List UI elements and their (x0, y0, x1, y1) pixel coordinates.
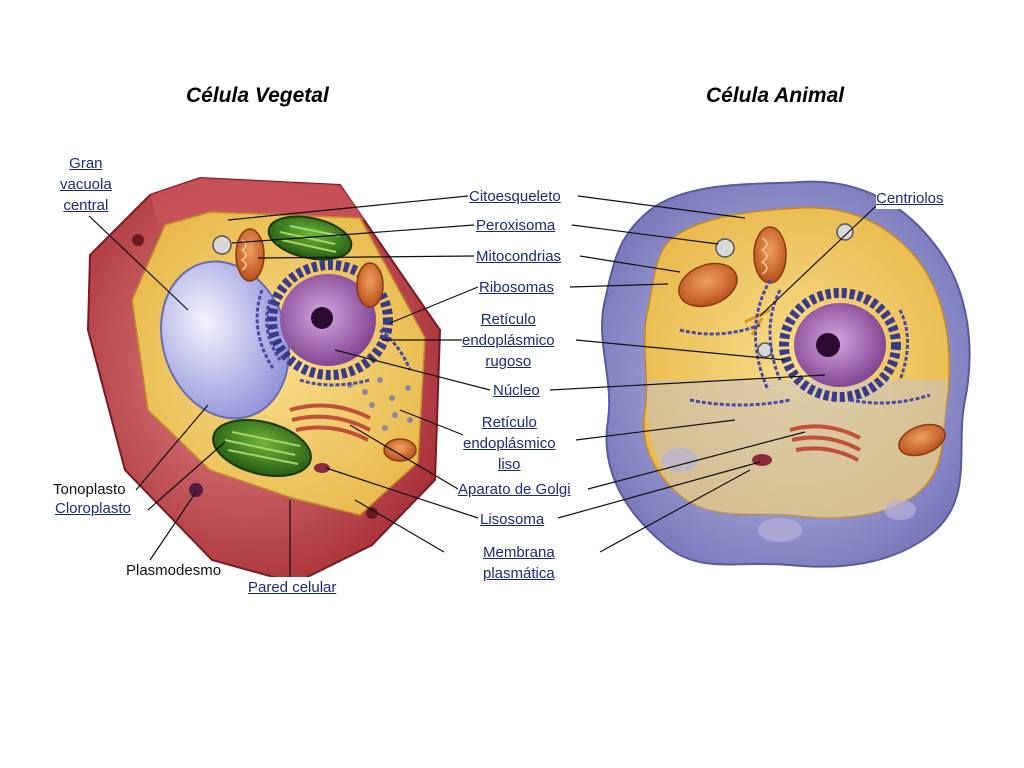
label-tonoplasto: Tonoplasto (53, 481, 126, 498)
animal-peroxisome (715, 238, 735, 258)
plant-nucleus (267, 260, 393, 380)
plant-mitochondrion (383, 438, 417, 462)
plant-mitochondrion (235, 228, 265, 282)
label-cloroplasto[interactable]: Cloroplasto (55, 498, 131, 519)
label-reticulo-rugoso[interactable]: Retículo endoplásmico rugoso (462, 309, 555, 372)
animal-cell (601, 180, 971, 568)
label-line: Retículo (480, 311, 536, 328)
label-line: rugoso (485, 353, 532, 370)
label-line: vacuola (60, 176, 112, 193)
leader-lines (87, 195, 877, 582)
label-line: Gran (69, 155, 103, 172)
plasmodesmo-hole (189, 483, 203, 497)
animal-mitochondrion (753, 226, 787, 284)
label-ribosomas[interactable]: Ribosomas (479, 277, 555, 298)
plant-cell-title: Célula Vegetal (186, 84, 329, 107)
plant-peroxisome (212, 235, 232, 255)
label-line: endoplásmico (463, 435, 556, 452)
plasmodesmo-hole (366, 507, 378, 519)
plant-golgi (289, 403, 371, 442)
label-line: central (63, 197, 109, 214)
animal-golgi (789, 424, 861, 462)
plasmodesmo-hole (132, 234, 144, 246)
label-mitocondrias[interactable]: Mitocondrias (476, 246, 562, 267)
label-plasmodesmo: Plasmodesmo (126, 562, 222, 579)
label-line: plasmática (483, 565, 555, 582)
plant-cell (86, 176, 442, 585)
label-pared-celular[interactable]: Pared celular (248, 577, 337, 598)
animal-cell-title: Célula Animal (706, 84, 845, 107)
animal-mitochondrion (678, 262, 738, 308)
label-aparato-de-golgi[interactable]: Aparato de Golgi (458, 479, 571, 500)
animal-nucleus (779, 288, 901, 402)
animal-vesicles (662, 448, 916, 542)
label-line: endoplásmico (462, 332, 555, 349)
plant-mitochondrion (356, 262, 384, 308)
label-peroxisoma[interactable]: Peroxisoma (476, 215, 556, 236)
label-line: Retículo (481, 414, 537, 431)
animal-mitochondrion (898, 423, 946, 457)
label-centriolos[interactable]: Centriolos (876, 188, 944, 209)
label-nucleo[interactable]: Núcleo (493, 380, 540, 401)
chloroplast-top (267, 215, 353, 261)
label-lisosoma[interactable]: Lisosoma (480, 509, 545, 530)
label-membrana-plasmatica[interactable]: Membrana plasmática (483, 542, 555, 584)
label-line: Membrana (483, 544, 555, 561)
plant-rough-er (255, 289, 412, 387)
animal-peroxisome (836, 223, 854, 241)
animal-lysosome (752, 454, 772, 466)
label-line: liso (498, 456, 521, 473)
animal-er (679, 279, 931, 407)
plant-lysosome (314, 463, 330, 473)
label-gran-vacuola-central[interactable]: Gran vacuola central (60, 153, 112, 216)
label-citoesqueleto[interactable]: Citoesqueleto (469, 186, 561, 207)
label-reticulo-liso[interactable]: Retículo endoplásmico liso (463, 412, 556, 475)
chloroplast-bottom (212, 419, 312, 477)
